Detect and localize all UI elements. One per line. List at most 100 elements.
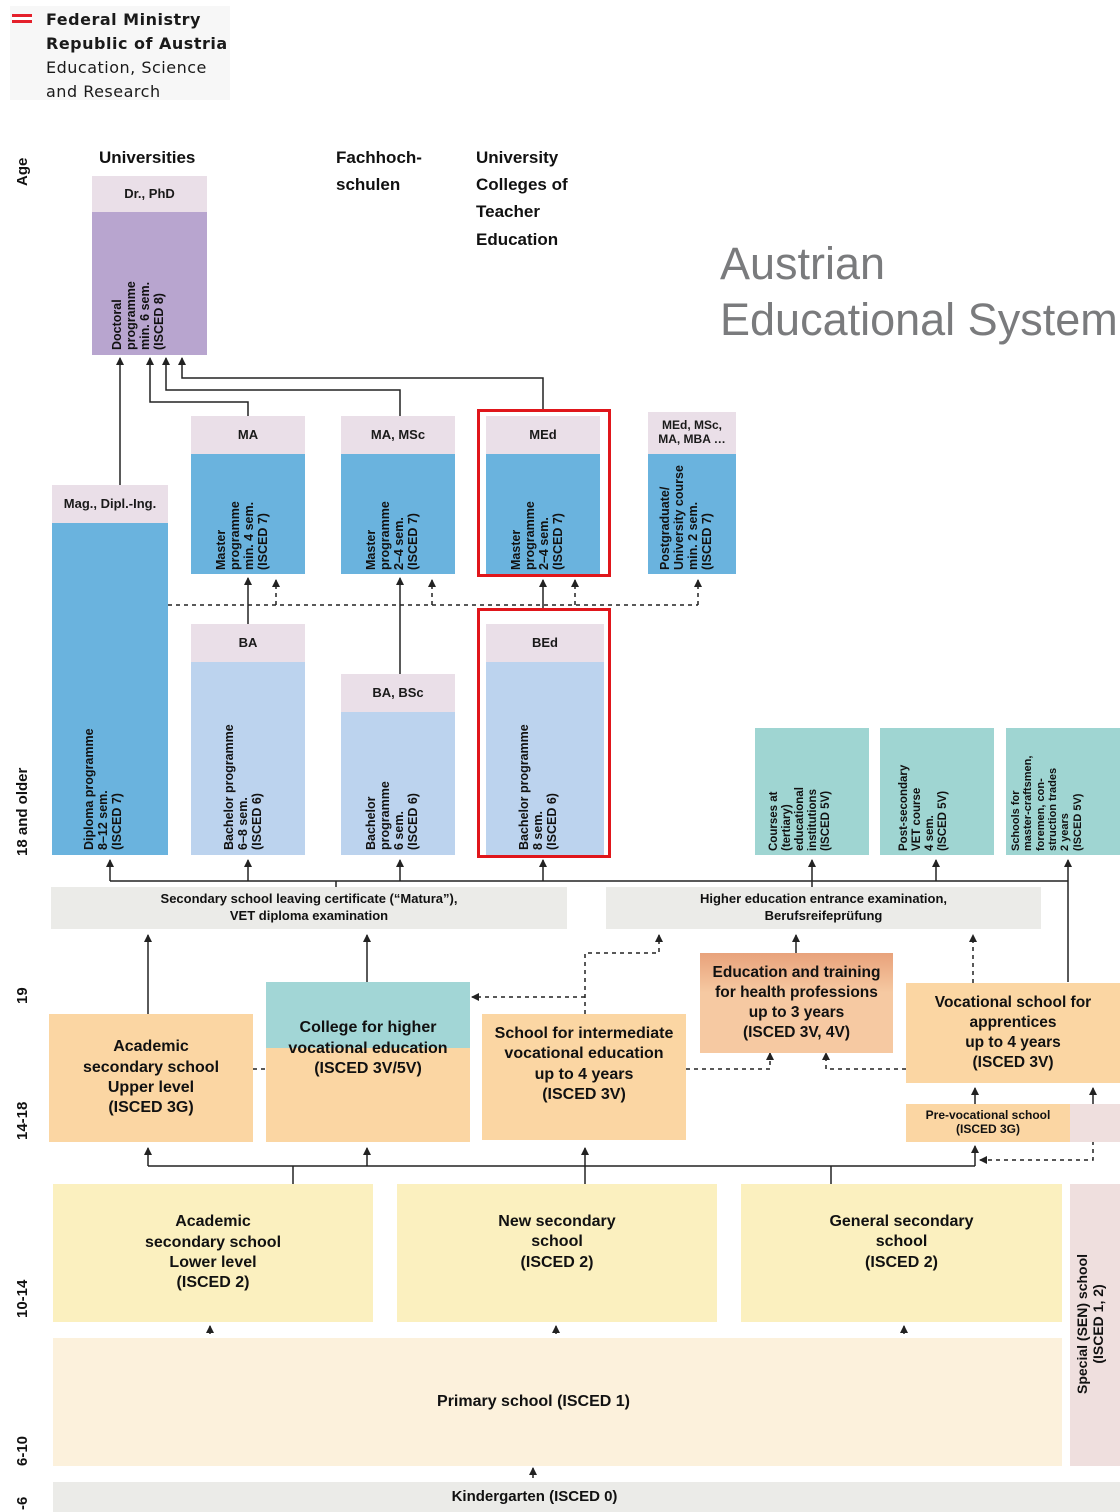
med-line-1: Master [509,529,523,570]
nms-line-1: New secondary [498,1213,616,1230]
sen-line-1: Special (SEN) school [1074,1253,1090,1394]
ahs-lower-level-box: Academic secondary school Lower level (I… [53,1184,373,1322]
ma-header: MA [191,416,305,454]
courses-line-1: Courses at [768,791,780,851]
hee-line-2: Berufsreifeprüfung [764,908,883,923]
postgrad-line-3: min. 2 sem. [686,501,700,570]
postgrad-header-2: MA, MBA … [658,432,726,446]
ma-line-4: (ISCED 7) [256,513,270,570]
apprentice-line-4: (ISCED 3V) [972,1053,1054,1071]
doctoral-text: Doctoral programme min. 6 sem. (ISCED 8) [110,281,166,350]
postgrad-text: Postgraduate/ University course min. 2 s… [658,465,714,570]
ahs-lower-line-2: secondary school [144,1233,282,1251]
column-ucte-line-3: Teacher [476,202,540,222]
ma-msc-header: MA, MSc [341,416,455,454]
sen-school-box [1070,1184,1120,1466]
prevoc-line-2: (ISCED 3G) [955,1122,1020,1136]
ahs-upper-line-4: (ISCED 3G) [108,1099,194,1117]
med-line-3: 2–4 sem. [537,517,551,570]
apprentice-line-2: apprentices [969,1014,1057,1032]
health-line-2: for health professions [715,984,878,1002]
column-fh-line-2: schulen [336,175,401,195]
column-ucte-line-1: University [476,148,559,167]
bed-header: BEd [486,624,604,662]
bed-line-3: (ISCED 6) [545,793,559,850]
college-line-2: vocational education [288,1039,448,1057]
tertiary-courses-box [755,728,869,855]
master-line-4: struction trades [1046,767,1059,851]
med-text: Master programme 2–4 sem. (ISCED 7) [509,501,565,570]
prevoc-line-1: Pre-vocational school [925,1108,1051,1123]
doctoral-line-1: Doctoral [110,299,124,350]
matura-line-1: Secondary school leaving certificate (“M… [160,891,458,907]
hee-line-1: Higher education entrance examination, [699,891,948,907]
arrow-mamsc-doctoral [162,357,401,416]
college-text: College for higher vocational education … [266,1019,470,1077]
ba-bsc-line-2: programme [378,781,392,850]
intermediate-line-3: up to 4 years [534,1065,634,1083]
tertiary-courses-text: Courses at (tertiary) educational instit… [768,787,832,851]
gss-line-3: (ISCED 2) [865,1253,938,1271]
column-ucte-line-2: Colleges of [476,175,568,195]
ahs-upper-line-1: Academic [113,1038,189,1056]
postsec-line-1: Post-secondary [898,764,910,851]
med-line-4: (ISCED 7) [551,513,565,570]
ba-bsc-text: Bachelor programme 6 sem. (ISCED 6) [364,781,420,850]
postgrad-line-4: (ISCED 7) [700,513,714,570]
college-line-3: (ISCED 3V/5V) [314,1060,422,1078]
column-fachhochschulen: Fachhoch- schulen [336,144,422,198]
ahs-lower-line-3: Lower level [169,1254,257,1271]
page-title: Austrian Educational System [720,236,1118,348]
master-line-6: (ISCED 5V) [1071,793,1084,851]
courses-line-2: (tertiary) [780,804,793,851]
ahs-lower-line-1: Academic [175,1213,251,1231]
primary-school-box: Primary school (ISCED 1) [53,1338,1062,1466]
apprentice-line-3: up to 4 years [965,1034,1061,1051]
title-line-2: Educational System [720,294,1118,345]
sen-upper-strip [1070,1104,1120,1142]
doctoral-line-4: (ISCED 8) [152,293,166,350]
logo-line-1: Federal Ministry [46,10,201,29]
doctoral-line-3: min. 6 sem. [138,281,152,350]
austria-flag-icon [12,14,32,23]
postgrad-line-2: University course [672,465,686,570]
primary-label: Primary school (ISCED 1) [437,1392,630,1410]
post-secondary-vet-text: Post-secondary VET course 4 sem. (ISCED … [898,765,950,851]
ma-line-2: programme [228,501,242,570]
ba-line-1: Bachelor programme [222,724,236,850]
ma-msc-line-4: (ISCED 7) [406,513,420,570]
pre-vocational-box: Pre-vocational school (ISCED 3G) [906,1104,1070,1142]
ma-msc-text: Master programme 2–4 sem. (ISCED 7) [364,501,420,570]
courses-line-5: (ISCED 5V) [819,790,832,851]
ma-text: Master programme min. 4 sem. (ISCED 7) [214,501,270,570]
column-universities: Universities [99,148,196,167]
intermediate-vocational-box: School for intermediate vocational educa… [482,1014,686,1140]
bed-fill [486,624,604,855]
postgrad-line-1: Postgraduate/ [658,486,672,570]
ma-line-1: Master [214,529,228,570]
ma-msc-line-3: 2–4 sem. [392,517,406,570]
ba-header: BA [191,624,305,662]
intermediate-line-2: vocational education [504,1045,664,1063]
health-line-3: up to 3 years [748,1004,845,1021]
diploma-header: Mag., Dipl.-Ing. [52,485,168,523]
ahs-upper-line-3: Upper level [107,1079,195,1096]
column-fh-line-1: Fachhoch- [336,148,422,167]
health-line-4: (ISCED 3V, 4V) [742,1023,851,1041]
doctoral-line-2: programme [124,281,138,350]
column-ucte-line-4: Education [476,229,559,249]
courses-line-4: institutions [806,789,819,851]
postsec-line-2: VET course [910,787,923,851]
health-professions-box: Education and training for health profes… [700,953,893,1053]
ministry-logo: Federal Ministry Republic of Austria Edu… [10,6,230,101]
diploma-programme-box [52,485,168,855]
postgrad-header-1: MEd, MSc, [661,418,722,433]
master-craftsmen-box [1006,728,1120,855]
med-line-2: programme [523,501,537,570]
diploma-text: Diploma programme 8–12 sem. (ISCED 7) [82,728,124,850]
ba-bsc-header: BA, BSc [341,674,455,712]
ba-bsc-line-1: Bachelor [364,796,378,851]
logo-line-2: Republic of Austria [46,34,228,53]
hee-bar: Higher education entrance examination, B… [606,887,1041,929]
intermediate-line-4: (ISCED 3V) [542,1086,626,1104]
